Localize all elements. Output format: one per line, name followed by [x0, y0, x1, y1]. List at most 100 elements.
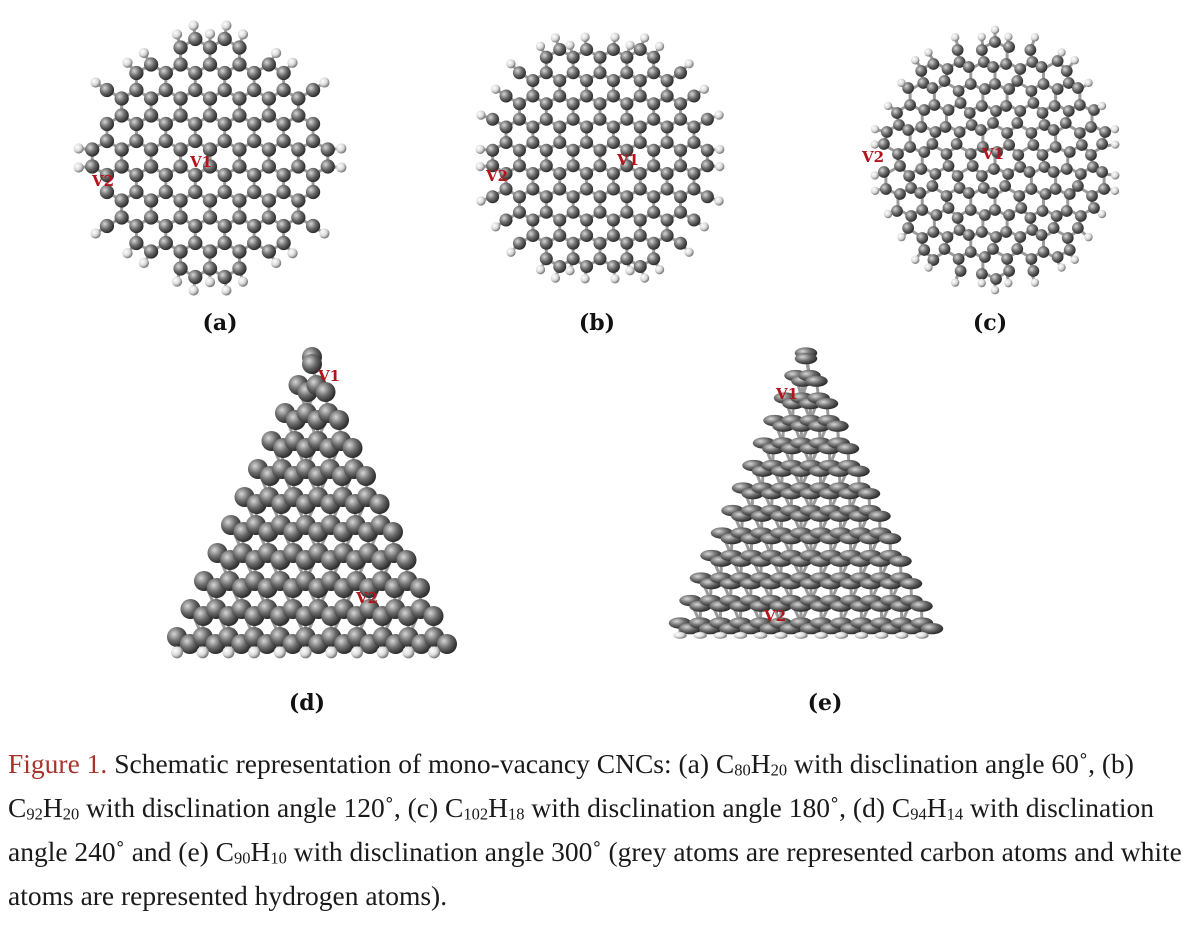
carbon-atom: [512, 236, 526, 250]
carbon-atom: [158, 65, 173, 81]
hydrogen-atom: [713, 632, 728, 639]
carbon-atom: [526, 120, 540, 134]
carbon-atom: [965, 119, 978, 131]
hydrogen-atom: [221, 20, 232, 31]
carbon-atom: [553, 228, 567, 243]
hydrogen-atom: [550, 273, 561, 283]
carbon-atom: [158, 235, 173, 251]
carbon-atom: [129, 65, 144, 81]
carbon-atom: [539, 205, 553, 219]
carbon-atom: [606, 228, 620, 243]
carbon-atom: [929, 168, 942, 180]
hydrogen-atom: [491, 84, 501, 94]
hydrogen-atom: [73, 162, 84, 173]
carbon-atom: [1061, 232, 1074, 244]
carbon-atom: [826, 420, 849, 432]
carbon-atom: [247, 184, 262, 200]
carbon-atom: [486, 143, 500, 157]
carbon-atom: [975, 268, 988, 280]
hydrogen-atom: [476, 196, 486, 206]
carbon-atom: [660, 73, 674, 88]
carbon-atom: [647, 97, 661, 111]
carbon-atom: [512, 205, 526, 219]
hydrogen-atom: [1110, 125, 1120, 134]
carbon-atom: [553, 135, 567, 150]
carbon-atom: [217, 235, 232, 251]
carbon-atom: [987, 243, 999, 255]
carbon-atom: [1051, 83, 1064, 95]
carbon-atom: [553, 166, 567, 181]
carbon-atom: [989, 36, 1001, 48]
carbon-atom: [891, 205, 903, 217]
carbon-atom: [486, 112, 500, 126]
carbon-atom: [99, 116, 115, 132]
carbon-atom: [836, 443, 860, 455]
carbon-atom: [939, 121, 952, 133]
carbon-atom: [114, 159, 129, 174]
carbon-atom: [173, 40, 188, 55]
carbon-atom: [143, 57, 159, 72]
carbon-atom: [158, 82, 173, 98]
carbon-atom: [114, 193, 129, 208]
hydrogen-atom: [580, 274, 590, 284]
carbon-atom: [276, 167, 291, 183]
carbon-atom: [938, 243, 951, 255]
carbon-atom: [660, 89, 674, 103]
carbon-atom: [486, 190, 500, 204]
figure-number: Figure 1.: [8, 748, 108, 779]
carbon-atom: [305, 167, 321, 183]
carbon-atom: [687, 166, 701, 181]
carbon-atom: [1011, 243, 1024, 255]
carbon-atom: [129, 133, 144, 149]
carbon-atom: [593, 236, 607, 250]
hydrogen-atom: [138, 47, 149, 59]
carbon-atom: [878, 533, 902, 545]
carbon-atom: [902, 222, 915, 234]
carbon-atom: [989, 204, 1001, 216]
carbon-atom: [1051, 55, 1064, 67]
hydrogen-atom: [506, 247, 516, 257]
carbon-atom: [276, 218, 291, 234]
hydrogen-atom: [222, 646, 235, 659]
carbon-atom: [566, 236, 580, 250]
carbon-atom: [1012, 149, 1025, 161]
vacancy-label-v2: V2: [485, 167, 508, 185]
hydrogen-atom: [874, 632, 889, 639]
carbon-atom: [1038, 161, 1051, 173]
carbon-atom: [904, 141, 917, 153]
carbon-atom: [977, 182, 990, 194]
carbon-atom: [633, 42, 647, 57]
carbon-atom: [188, 82, 203, 98]
carbon-atom: [930, 209, 943, 221]
carbon-atom: [1011, 117, 1024, 129]
hydrogen-atom: [924, 263, 933, 272]
carbon-atom: [437, 634, 457, 654]
carbon-atom: [976, 141, 989, 153]
carbon-atom: [276, 235, 291, 251]
carbon-atom: [143, 108, 159, 123]
carbon-atom: [499, 89, 513, 103]
carbon-atom: [369, 494, 390, 514]
carbon-atom: [940, 190, 953, 202]
carbon-atom: [953, 182, 966, 194]
carbon-atom: [202, 210, 218, 225]
carbon-atom: [305, 82, 321, 98]
hydrogen-atom: [639, 273, 650, 283]
carbon-atom: [1096, 166, 1108, 178]
carbon-atom: [173, 244, 188, 259]
hydrogen-atom: [1084, 232, 1093, 242]
carbon-atom: [987, 187, 999, 199]
carbon-atom: [1027, 139, 1040, 151]
hydrogen-atom: [883, 101, 893, 111]
carbon-atom: [926, 138, 939, 150]
carbon-atom: [553, 259, 567, 274]
hydrogen-atom: [1111, 140, 1120, 149]
carbon-atom: [566, 252, 580, 266]
carbon-atom: [891, 107, 903, 119]
carbon-atom: [953, 126, 966, 138]
carbon-atom: [217, 269, 232, 285]
carbon-atom: [942, 160, 955, 172]
